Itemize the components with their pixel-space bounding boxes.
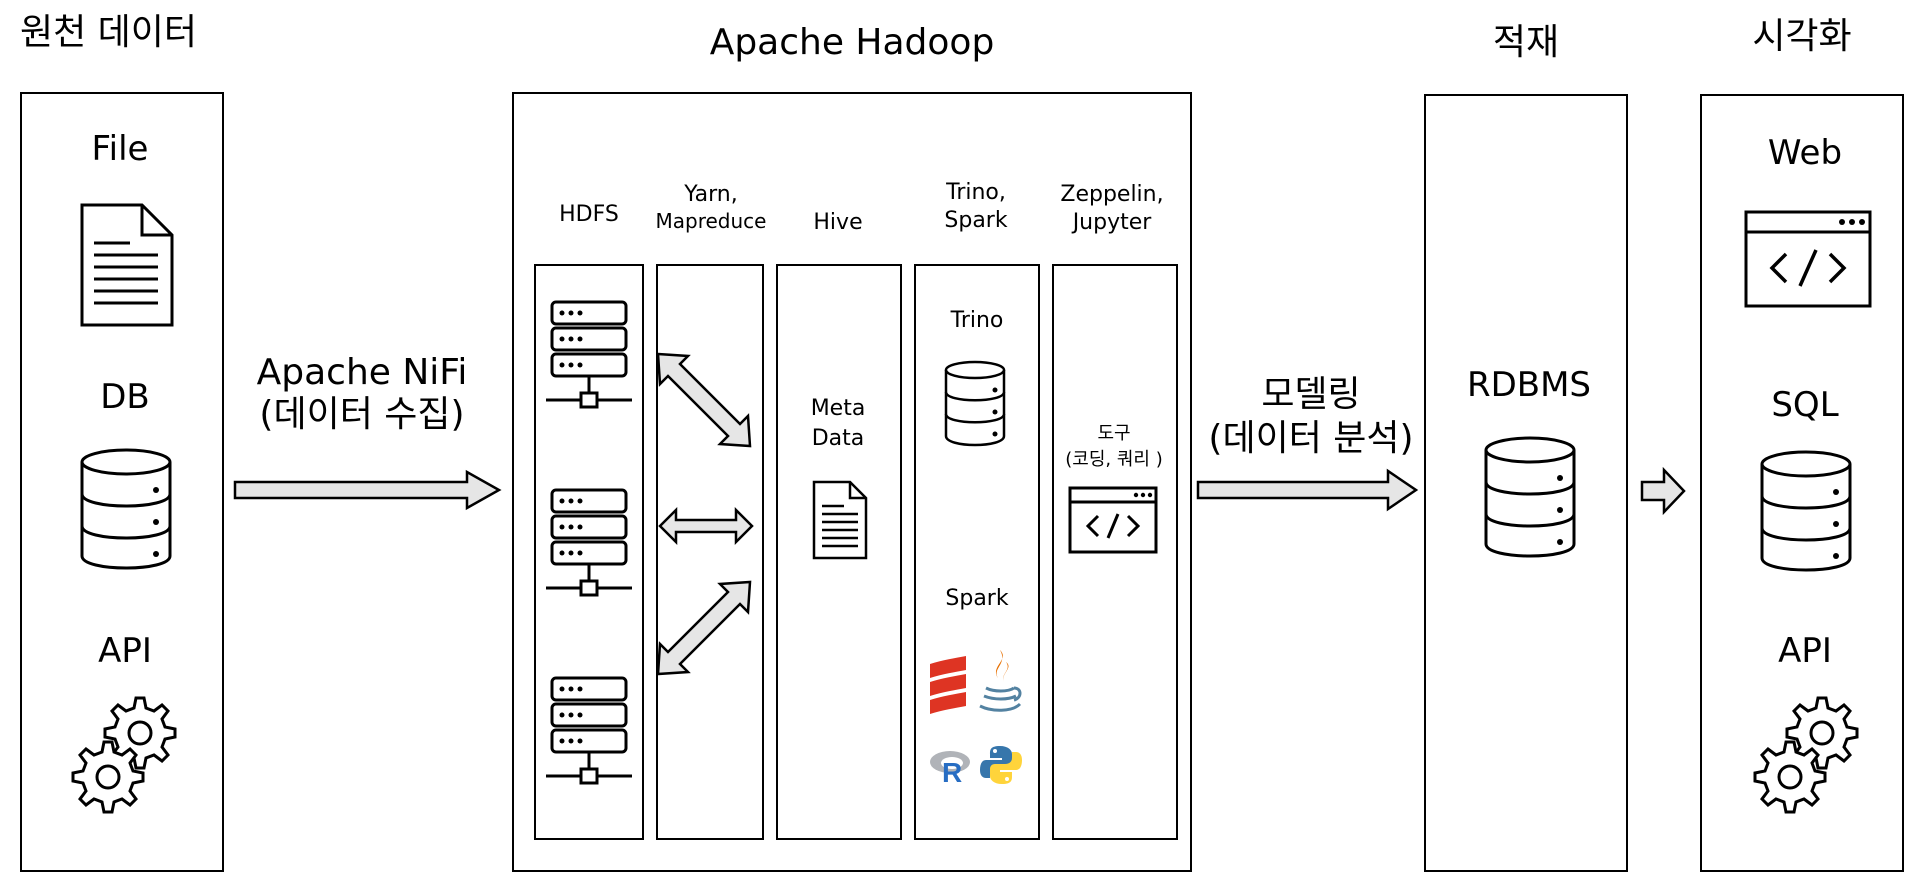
hive-meta-line2: Data <box>811 426 865 451</box>
code-window-icon <box>1744 210 1872 308</box>
gears-icon <box>1753 696 1859 814</box>
load-to-visual-arrow <box>1640 466 1686 516</box>
tool-label-line1: 도구 <box>1097 423 1131 444</box>
hive-meta-line1: Meta <box>810 396 866 421</box>
col-header-hive: Hive <box>813 210 863 235</box>
trino-label: Trino <box>950 308 1004 333</box>
document-icon <box>812 480 868 560</box>
modeling-label-line1: 모델링 <box>1261 374 1361 415</box>
source-item-api: API <box>98 631 152 671</box>
col-header-notebook-1: Zeppelin, <box>1060 182 1164 207</box>
visual-item-web: Web <box>1767 133 1843 173</box>
database-icon <box>944 360 1006 447</box>
col-header-engine-1: Trino, <box>946 180 1006 205</box>
col-header-yarn-2: Mapreduce <box>655 209 767 233</box>
java-logo-icon <box>979 650 1022 712</box>
load-item-rdbms: RDBMS <box>1466 365 1592 405</box>
tool-label-line2: (코딩, 쿼리 ) <box>1065 449 1163 470</box>
code-window-icon <box>1068 486 1158 554</box>
col-header-engine-2: Spark <box>944 208 1008 233</box>
col-yarn <box>656 264 764 840</box>
visual-item-api: API <box>1778 631 1832 671</box>
source-item-db: DB <box>100 377 150 417</box>
database-icon <box>80 448 172 570</box>
hadoop-title: Apache Hadoop <box>709 22 995 63</box>
database-icon <box>1484 436 1576 558</box>
col-header-hdfs: HDFS <box>559 202 619 227</box>
ingest-label-line1: Apache NiFi <box>256 352 468 393</box>
ingest-arrow <box>233 469 502 511</box>
server-icon <box>546 488 632 597</box>
col-header-notebook-2: Jupyter <box>1072 210 1152 235</box>
server-icon <box>546 300 632 409</box>
modeling-arrow <box>1196 468 1419 512</box>
spark-label: Spark <box>945 586 1009 611</box>
col-header-yarn-1: Yarn, <box>684 182 738 207</box>
r-logo-icon: R <box>930 751 970 788</box>
database-icon <box>1760 450 1852 572</box>
source-item-file: File <box>91 129 149 169</box>
ingest-label-line2: (데이터 수집) <box>259 394 465 435</box>
svg-text:R: R <box>942 757 962 788</box>
visual-title: 시각화 <box>1752 16 1852 57</box>
source-title: 원천 데이터 <box>20 12 198 53</box>
server-icon <box>546 676 632 785</box>
python-logo-icon <box>980 746 1022 784</box>
load-title: 적재 <box>1492 22 1560 63</box>
visual-item-sql: SQL <box>1771 385 1839 425</box>
scala-logo-icon <box>930 656 966 714</box>
document-icon <box>80 203 174 327</box>
double-arrow-icon <box>656 352 754 676</box>
modeling-label-line2: (데이터 분석) <box>1208 418 1414 459</box>
gears-icon <box>71 696 177 814</box>
col-engine <box>914 264 1040 840</box>
